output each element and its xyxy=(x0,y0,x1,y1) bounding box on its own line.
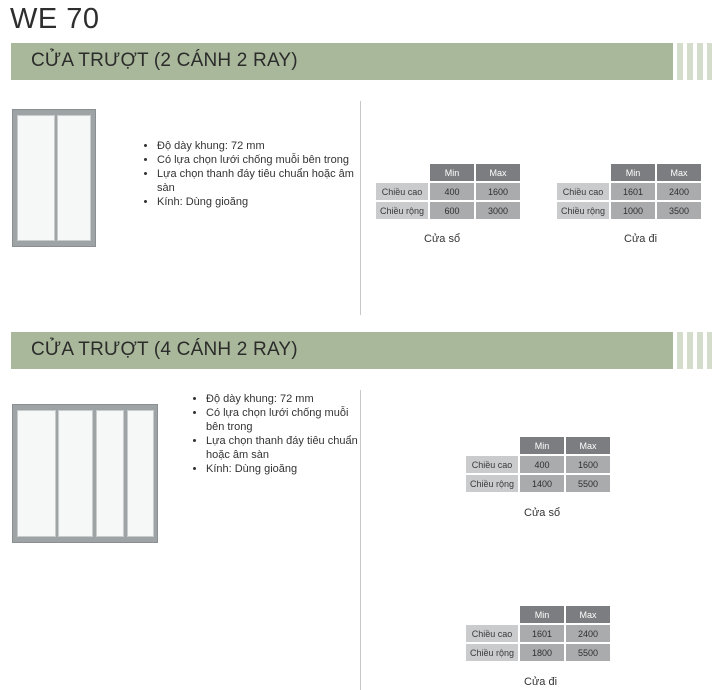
divider xyxy=(360,390,361,690)
col-header-max: Max xyxy=(657,164,701,181)
table-row: Chiều cao 1601 2400 xyxy=(466,625,610,642)
table-row: Chiều cao 1601 2400 xyxy=(557,183,701,200)
col-header-min: Min xyxy=(611,164,655,181)
cell-min: 400 xyxy=(430,183,474,200)
table-caption: Cửa sổ xyxy=(524,507,561,519)
spec-item: Kính: Dùng gioăng xyxy=(157,195,367,209)
spec-list-4-panel: Độ dày khung: 72 mm Có lựa chọn lưới chố… xyxy=(190,392,366,476)
row-label: Chiều rộng xyxy=(466,475,518,492)
four-panel-door-image xyxy=(12,404,158,543)
table-row: Chiều cao 400 1600 xyxy=(466,456,610,473)
spec-item: Độ dày khung: 72 mm xyxy=(206,392,366,406)
cell-max: 5500 xyxy=(566,644,610,661)
row-label: Chiều rộng xyxy=(466,644,518,661)
divider xyxy=(360,101,361,315)
cell-max: 1600 xyxy=(566,456,610,473)
section-heading-band-2-panel: CỬA TRƯỢT (2 CÁNH 2 RAY) xyxy=(11,43,712,80)
spec-item: Lựa chọn thanh đáy tiêu chuẩn hoặc âm sà… xyxy=(157,167,367,195)
row-label: Chiều cao xyxy=(466,625,518,642)
section-heading-4-panel: CỬA TRƯỢT (4 CÁNH 2 RAY) xyxy=(31,339,298,360)
col-header-min: Min xyxy=(520,437,564,454)
dimension-table-door-2-panel: Min Max Chiều cao 1601 2400 Chiều rộng 1… xyxy=(555,162,703,221)
spec-item: Có lựa chọn lưới chống muỗi bên trong xyxy=(157,153,367,167)
cell-min: 1400 xyxy=(520,475,564,492)
cell-max: 2400 xyxy=(657,183,701,200)
spec-item: Độ dày khung: 72 mm xyxy=(157,139,367,153)
page-title: WE 70 xyxy=(10,3,100,35)
two-panel-door-image xyxy=(12,109,96,247)
cell-max: 3500 xyxy=(657,202,701,219)
row-label: Chiều cao xyxy=(557,183,609,200)
cell-max: 1600 xyxy=(476,183,520,200)
col-header-max: Max xyxy=(566,437,610,454)
cell-max: 3000 xyxy=(476,202,520,219)
cell-min: 600 xyxy=(430,202,474,219)
col-header-max: Max xyxy=(566,606,610,623)
row-label: Chiều cao xyxy=(466,456,518,473)
col-header-min: Min xyxy=(520,606,564,623)
cell-min: 1800 xyxy=(520,644,564,661)
dimension-table-door-4-panel: Min Max Chiều cao 1601 2400 Chiều rộng 1… xyxy=(464,604,612,663)
cell-min: 400 xyxy=(520,456,564,473)
dimension-table-window-2-panel: Min Max Chiều cao 400 1600 Chiều rộng 60… xyxy=(374,162,522,221)
spec-item: Có lựa chọn lưới chống muỗi bên trong xyxy=(206,406,366,434)
cell-min: 1601 xyxy=(611,183,655,200)
cell-max: 2400 xyxy=(566,625,610,642)
spec-item: Lựa chọn thanh đáy tiêu chuẩn hoặc âm sà… xyxy=(206,434,366,462)
table-caption: Cửa đi xyxy=(524,676,558,688)
row-label: Chiều rộng xyxy=(557,202,609,219)
dimension-table-window-4-panel: Min Max Chiều cao 400 1600 Chiều rộng 14… xyxy=(464,435,612,494)
table-row: Chiều rộng 1400 5500 xyxy=(466,475,610,492)
table-caption: Cửa đi xyxy=(624,233,658,245)
table-caption: Cửa sổ xyxy=(424,233,461,245)
table-row: Chiều cao 400 1600 xyxy=(376,183,520,200)
table-row: Chiều rộng 1000 3500 xyxy=(557,202,701,219)
cell-max: 5500 xyxy=(566,475,610,492)
col-header-min: Min xyxy=(430,164,474,181)
spec-item: Kính: Dùng gioăng xyxy=(206,462,366,476)
row-label: Chiều cao xyxy=(376,183,428,200)
section-heading-2-panel: CỬA TRƯỢT (2 CÁNH 2 RAY) xyxy=(31,50,298,71)
cell-min: 1000 xyxy=(611,202,655,219)
table-row: Chiều rộng 600 3000 xyxy=(376,202,520,219)
section-heading-band-4-panel: CỬA TRƯỢT (4 CÁNH 2 RAY) xyxy=(11,332,712,369)
table-row: Chiều rộng 1800 5500 xyxy=(466,644,610,661)
cell-min: 1601 xyxy=(520,625,564,642)
row-label: Chiều rộng xyxy=(376,202,428,219)
col-header-max: Max xyxy=(476,164,520,181)
spec-list-2-panel: Độ dày khung: 72 mm Có lựa chọn lưới chố… xyxy=(141,139,367,209)
